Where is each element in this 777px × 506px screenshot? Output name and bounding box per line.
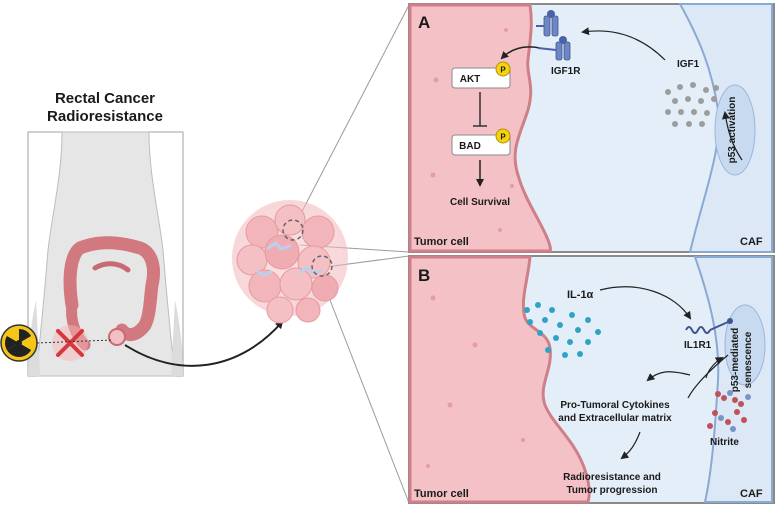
il1r1-receptor-icon — [685, 318, 733, 334]
radiation-beam — [36, 339, 113, 344]
akt-phospho-label: P — [500, 66, 506, 75]
il1a-label: IL-1α — [567, 289, 594, 301]
panel-a-tumor-cell — [408, 3, 552, 253]
rectum-highlight — [108, 328, 126, 346]
title-line-2: Radioresistance — [47, 108, 163, 125]
radiation-icon — [0, 324, 38, 362]
outcome-line-1: Radioresistance and — [563, 472, 661, 483]
panel-a-caf-label: CAF — [740, 236, 763, 248]
igf1r-to-akt-arrow — [500, 46, 541, 60]
bad-label: BAD — [459, 141, 481, 152]
p53-to-igf1-arrow — [721, 111, 743, 161]
akt-box — [451, 67, 511, 89]
cytokines-line-1: Pro-Tumoral Cytokines — [560, 400, 670, 411]
nitrite-particles — [707, 390, 751, 432]
body-illustration: Rectal Cancer Radioresistance — [0, 90, 184, 377]
rectum-to-tumor-arrow — [124, 320, 284, 367]
nitrite-to-senescence-arrow — [705, 357, 724, 379]
panel-b-caf-label: CAF — [740, 488, 763, 500]
cytokines-to-outcome-arrow — [620, 431, 641, 460]
panel-b-letter: B — [418, 266, 430, 285]
igf1-particles — [665, 82, 719, 127]
il1r1-label: IL1R1 — [684, 340, 712, 351]
zoom-line-bottom — [329, 299, 410, 504]
panel-b: B IL-1α IL1R1 p — [408, 255, 775, 504]
bad-phospho-label: P — [500, 133, 506, 142]
panel-a-tumor-label: Tumor cell — [414, 236, 469, 248]
igf1-label: IGF1 — [677, 59, 700, 70]
panel-a-caf-nucleus — [714, 84, 756, 176]
senescence-to-cytokines-arrow — [646, 371, 691, 382]
nitrite-label: Nitrite — [710, 437, 739, 448]
p53-activation-label: p53 activation — [727, 97, 738, 164]
outcome-line-2: Tumor progression — [567, 485, 658, 496]
igf1r-receptor-icon — [536, 10, 571, 61]
right-arm — [171, 300, 183, 376]
bad-box — [451, 134, 511, 156]
blocked-x-icon — [52, 325, 88, 361]
zoom-line-top — [294, 4, 410, 226]
cell-survival-label: Cell Survival — [450, 197, 510, 208]
panel-b-caf-nucleus — [724, 304, 766, 386]
bad-phospho-badge — [495, 128, 511, 144]
akt-label: AKT — [460, 74, 481, 85]
tumor-cluster — [232, 200, 348, 324]
igf1r-label: IGF1R — [551, 66, 581, 77]
il1a-particles — [524, 302, 601, 358]
igf1-to-receptor-arrow — [581, 27, 666, 61]
panel-b-tumor-label: Tumor cell — [414, 488, 469, 500]
panel-a-letter: A — [418, 13, 430, 32]
title-line-1: Rectal Cancer — [55, 90, 155, 107]
senescence-line-1: p53-mediated — [730, 328, 741, 392]
panel-a: A AKT P BAD P Cell Survival IGF1R — [408, 3, 775, 253]
panel-b-tumor-cell — [408, 255, 591, 504]
senescence-line-2: senescence — [743, 331, 754, 388]
il1a-to-receptor-arrow — [599, 286, 692, 320]
akt-phospho-badge — [495, 61, 511, 77]
cytokines-line-2: and Extracellular matrix — [558, 413, 672, 424]
